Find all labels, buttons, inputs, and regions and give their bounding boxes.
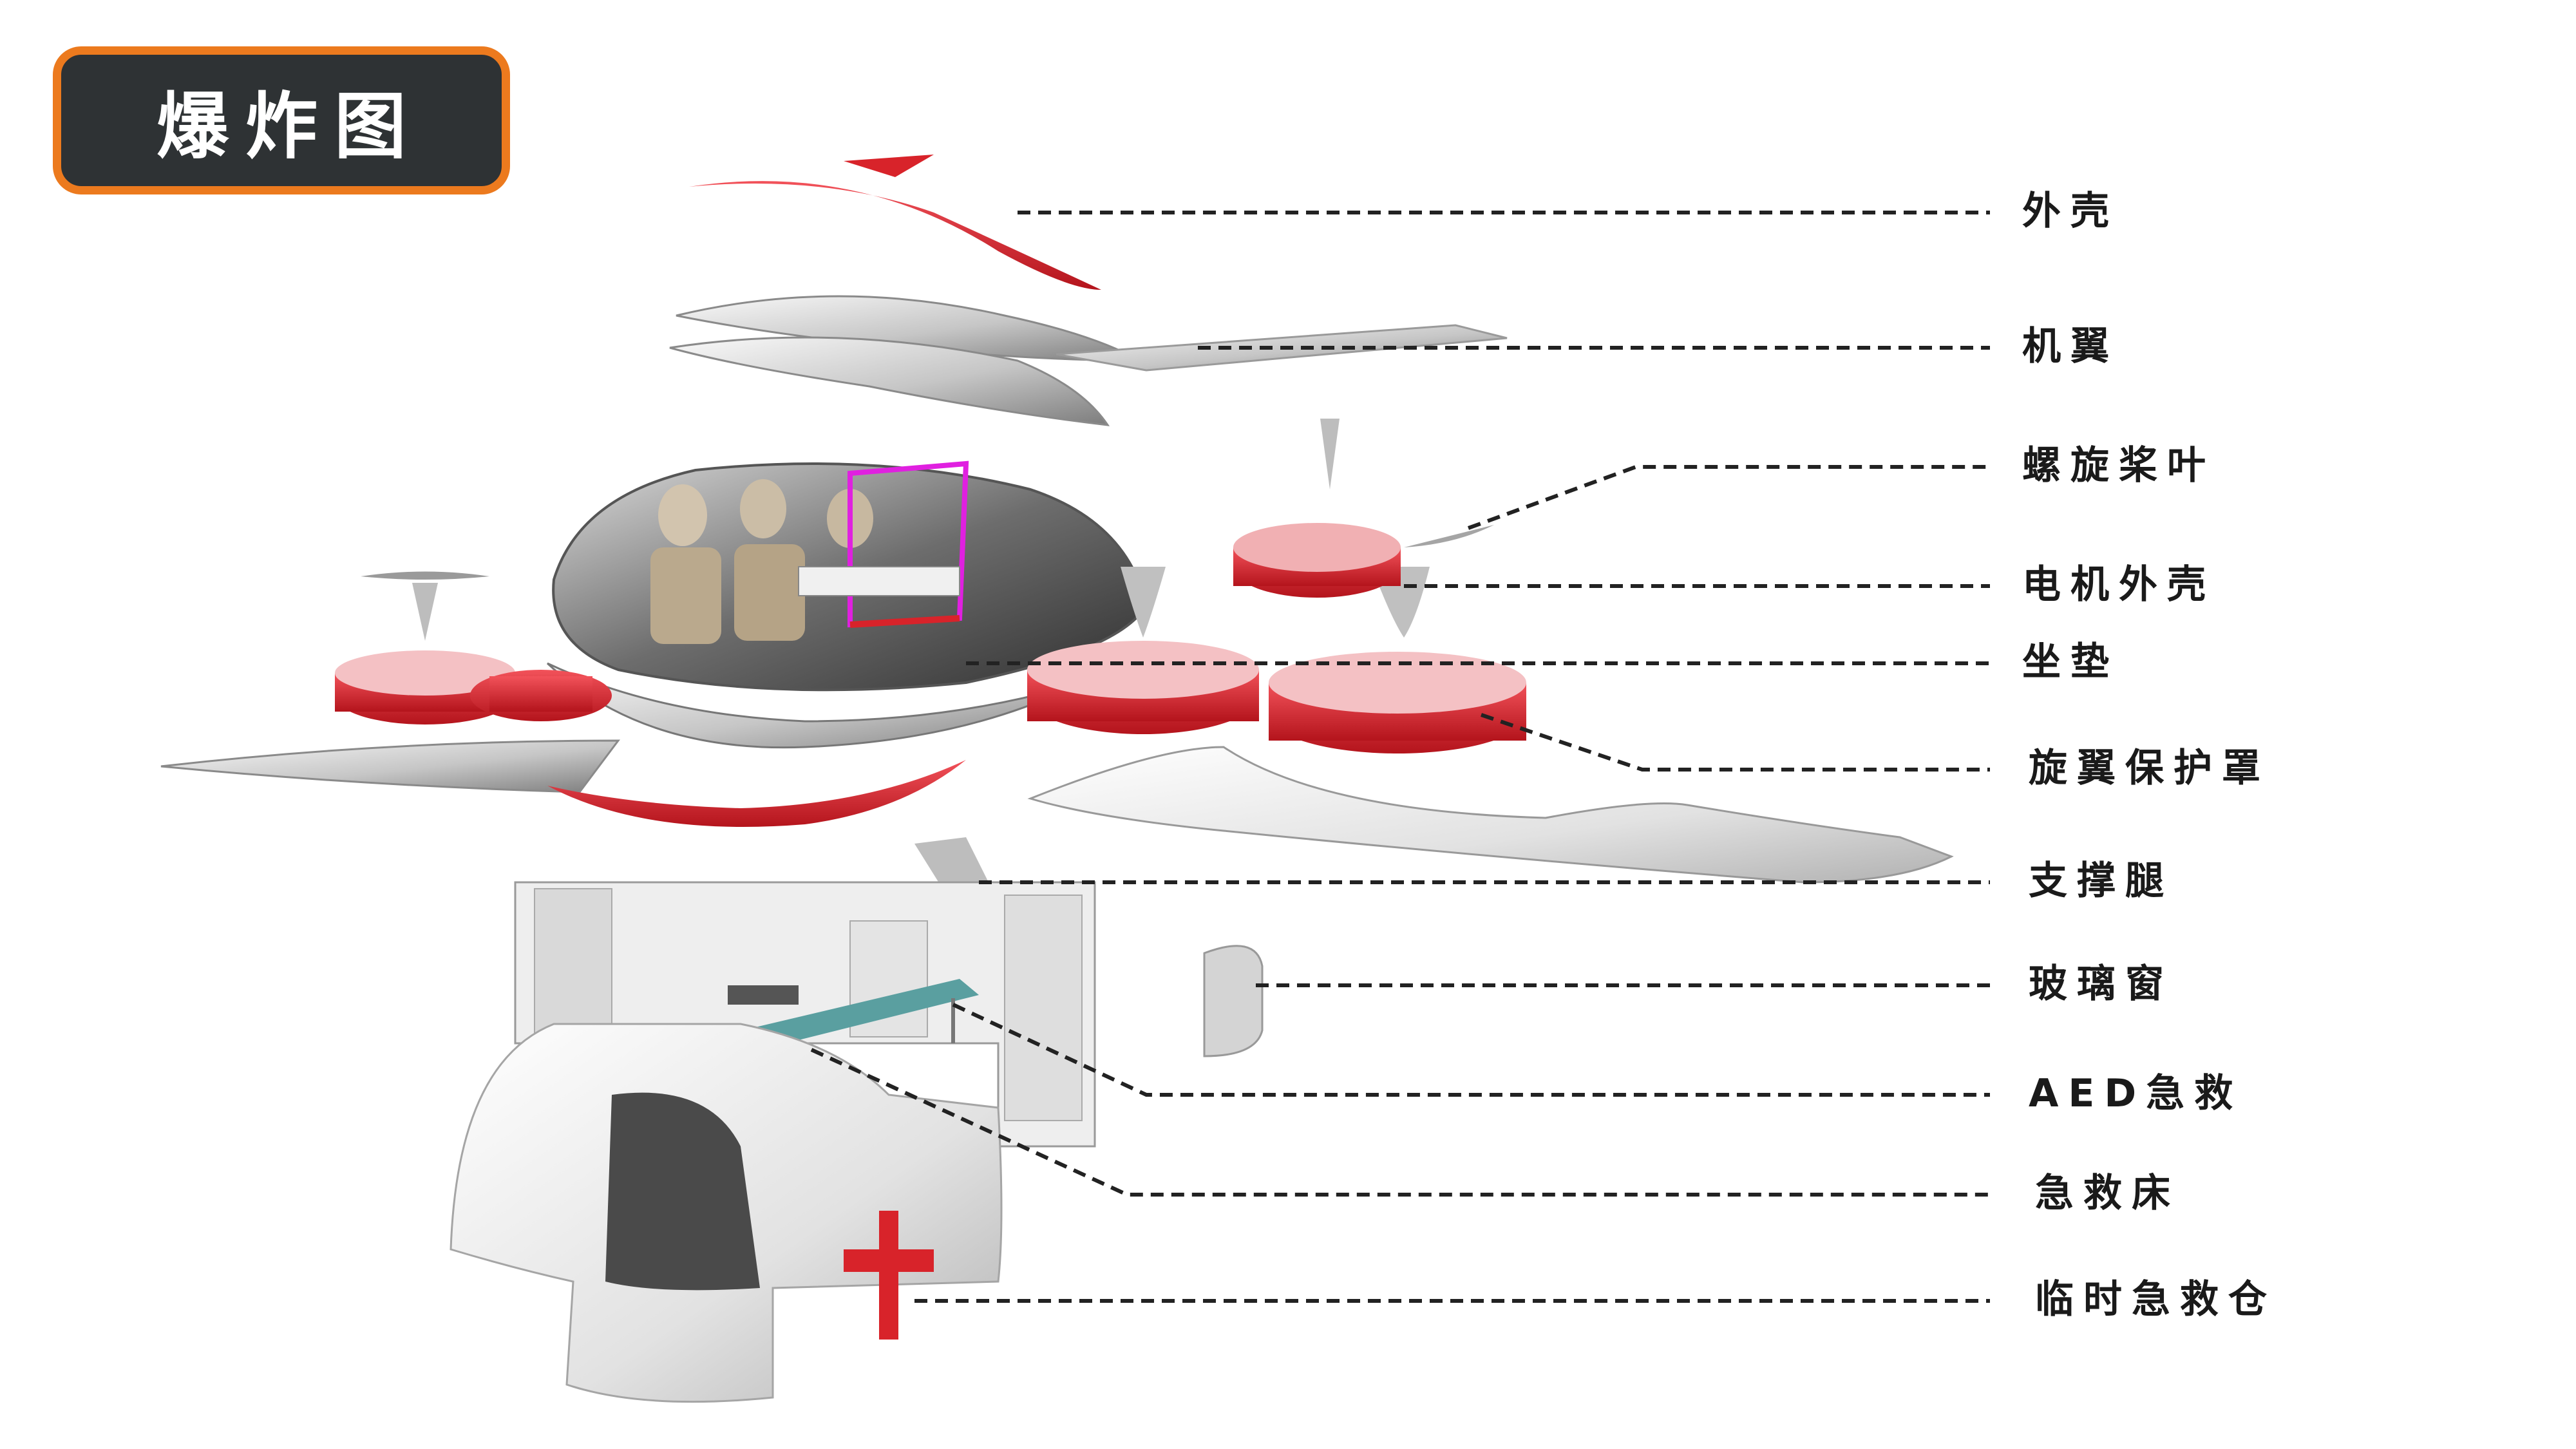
part-label: 机翼 [2022,324,2119,369]
support-legs-part [160,739,1954,895]
leader-line [952,1003,1990,1097]
part-label: 坐垫 [2022,639,2119,685]
part-label: 电机外壳 [2022,562,2215,607]
seat-cushions-part [650,479,873,644]
wing-part [669,295,1508,426]
propeller-blades-part [361,419,1494,641]
glass-window-part [1203,945,1264,1057]
part-label: 急救床 [2035,1171,2180,1216]
leader-lines [810,211,1990,1303]
part-label: 支撑腿 [2029,858,2174,904]
leader-line [810,1048,1990,1197]
leader-line [1481,713,1990,772]
title-badge: 爆炸图 [53,46,510,194]
cockpit-fuselage [546,460,1148,749]
temporary-emergency-cabin-part [450,1023,1003,1403]
rotor-guard-part [335,523,1526,753]
outer-shell-part [689,155,1101,290]
aed-unit-part [728,985,799,1005]
part-label: 螺旋桨叶 [2022,443,2215,488]
part-label: 临时急救仓 [2035,1277,2277,1322]
part-label: 玻璃窗 [2029,961,2174,1007]
part-label: 外壳 [2022,189,2119,234]
part-label: 旋翼保护罩 [2029,746,2270,791]
page-title: 爆炸图 [156,85,423,169]
red-cross-icon [844,1211,934,1340]
part-label: AED急救 [2029,1071,2243,1116]
leader-line [1467,465,1990,530]
